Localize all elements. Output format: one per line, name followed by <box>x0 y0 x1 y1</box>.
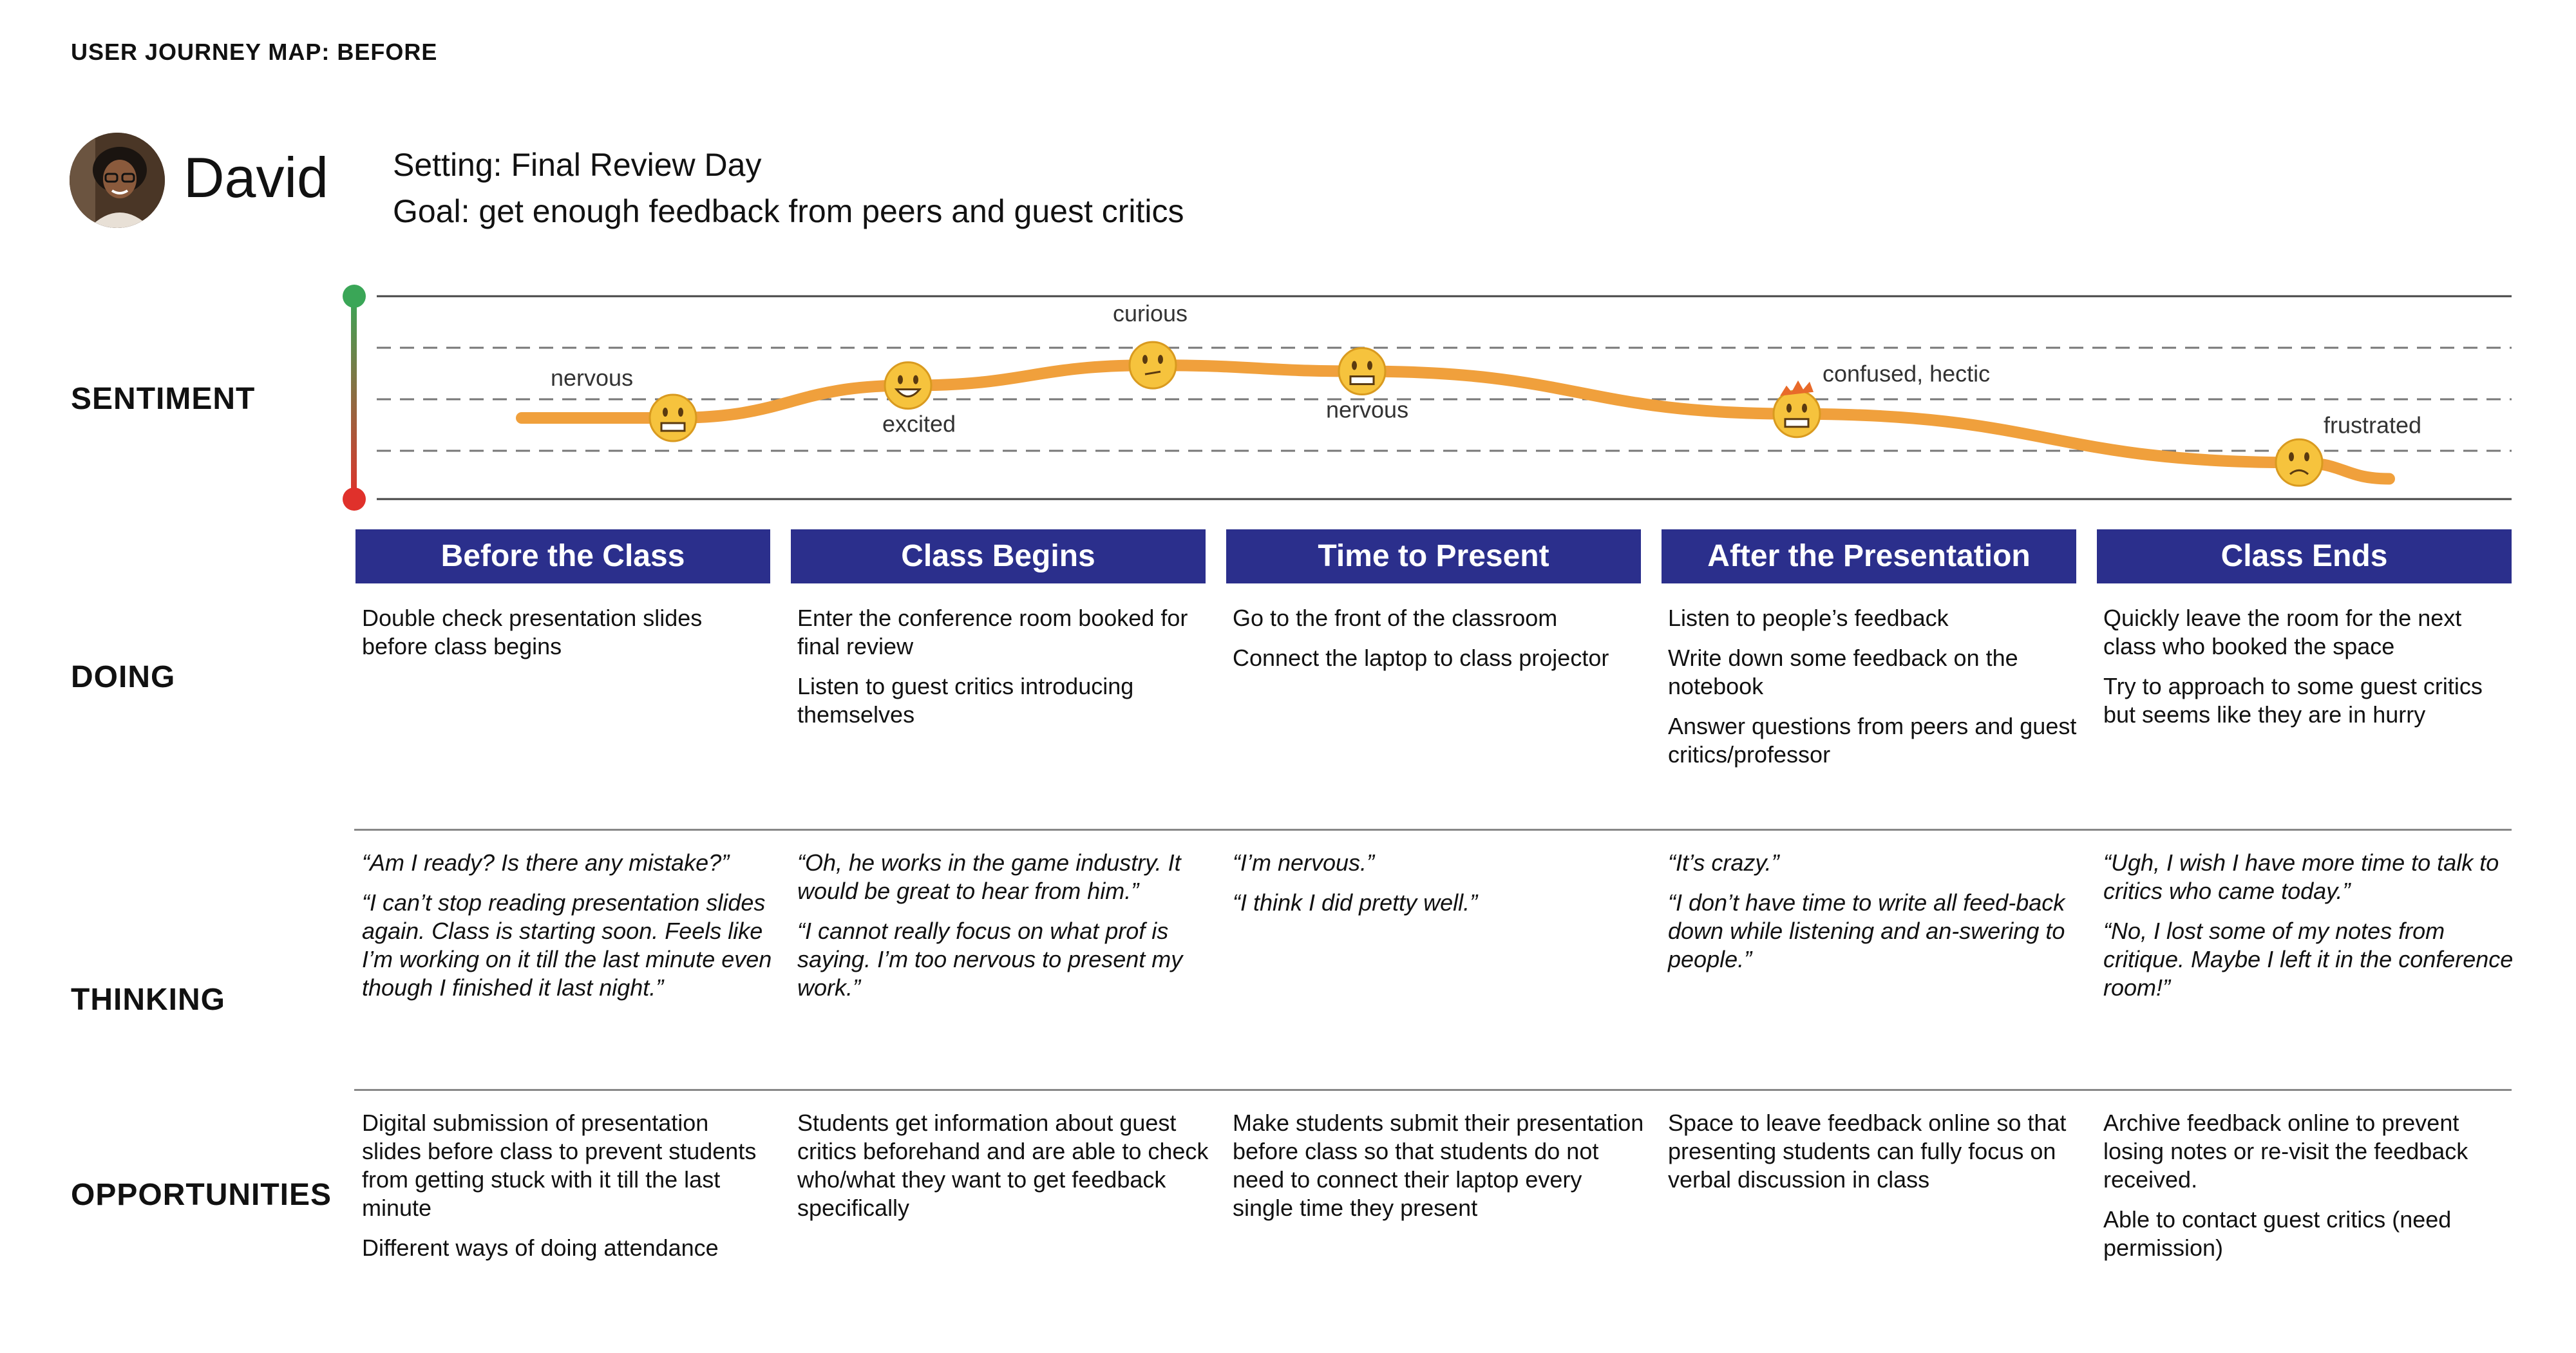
opportunity-cell-item: Different ways of doing attendance <box>362 1235 719 1261</box>
sentiment-scale-bar <box>351 296 357 499</box>
sentiment-label: nervous <box>551 364 633 391</box>
grimacing-face-icon <box>649 393 697 442</box>
opportunity-cell: Students get information about guest cri… <box>797 1109 1209 1234</box>
persona-name: David <box>184 146 328 209</box>
row-label-opportunities: OPPORTUNITIES <box>71 1178 332 1212</box>
row-label-sentiment: SENTIMENT <box>71 382 256 416</box>
opportunity-cell: Make students submit their presentation … <box>1233 1109 1645 1234</box>
row-divider <box>354 1089 2512 1091</box>
persona-goal: Goal: get enough feedback from peers and… <box>393 193 1184 229</box>
thinking-cell: “It’s crazy.” “I don’t have time to write… <box>1668 849 2080 985</box>
grimacing-face-icon <box>1338 347 1387 396</box>
sentiment-line <box>516 359 2395 485</box>
persona-context: Setting: Final Review Day Goal: get enou… <box>393 142 1184 234</box>
thinking-cell: “Oh, he works in the game industry. It w… <box>797 849 1209 1014</box>
thinking-face-icon <box>1128 341 1177 390</box>
sentiment-point: frustrated <box>2275 412 2421 487</box>
doing-cell-item: Listen to people’s feedback <box>1668 605 1949 631</box>
sentiment-label: curious <box>1113 300 1188 326</box>
sentiment-point: confused, hectic <box>1772 361 1990 439</box>
thinking-cell: “Ugh, I wish I have more time to talk to… <box>2103 849 2515 1014</box>
thinking-cell-item: “Am I ready? Is there any mistake?” <box>362 849 730 876</box>
stage-header: Class Ends <box>2097 529 2512 583</box>
thinking-cell-item: “Ugh, I wish I have more time to talk to… <box>2103 849 2499 904</box>
doing-cell: Double check presentation slides before … <box>362 604 774 672</box>
doing-cell: Quickly leave the room for the next clas… <box>2103 604 2515 741</box>
stage-header: Before the Class <box>355 529 770 583</box>
sentiment-point: excited <box>882 361 956 437</box>
sentiment-label: frustrated <box>2324 412 2421 438</box>
avatar <box>70 133 165 228</box>
opportunity-cell-item: Space to leave feedback online so that p… <box>1668 1110 2067 1193</box>
negative-marker <box>343 487 366 511</box>
doing-cell-item: Connect the laptop to class projector <box>1233 645 1609 671</box>
thinking-cell-item: “I cannot really focus on what prof is s… <box>797 918 1183 1001</box>
positive-marker <box>343 285 366 308</box>
stage-header: After the Presentation <box>1662 529 2076 583</box>
opportunity-cell-item: Archive feedback online to prevent losin… <box>2103 1110 2468 1193</box>
frowning-face-icon <box>2275 438 2324 487</box>
row-label-thinking: THINKING <box>71 983 225 1017</box>
sentiment-point: nervous <box>1326 347 1408 423</box>
opportunity-cell-item: Digital submission of presentation slide… <box>362 1110 757 1221</box>
opportunity-cell-item: Able to contact guest critics (need perm… <box>2103 1206 2452 1261</box>
thinking-cell-item: “It’s crazy.” <box>1668 849 1779 876</box>
doing-cell-item: Double check presentation slides before … <box>362 605 703 659</box>
exploding-head-icon <box>1772 390 1821 439</box>
opportunity-cell: Space to leave feedback online so that p… <box>1668 1109 2080 1206</box>
thinking-cell-item: “I think I did pretty well.” <box>1233 889 1478 916</box>
doing-cell-item: Listen to guest critics introducing them… <box>797 673 1134 728</box>
thinking-cell-item: “I don’t have time to write all feed-bac… <box>1668 889 2065 972</box>
grinning-face-icon <box>884 361 933 410</box>
doing-cell-item: Quickly leave the room for the next clas… <box>2103 605 2462 659</box>
persona-setting: Setting: Final Review Day <box>393 147 762 183</box>
doing-cell-item: Try to approach to some guest critics bu… <box>2103 673 2483 728</box>
doing-cell-item: Answer questions from peers and guest cr… <box>1668 713 2077 768</box>
sentiment-point: curious <box>1113 300 1188 390</box>
sentiment-label: confused, hectic <box>1823 361 1990 387</box>
row-label-doing: DOING <box>71 660 176 694</box>
person-icon <box>70 133 165 228</box>
stage-header: Class Begins <box>791 529 1206 583</box>
thinking-cell-item: “I’m nervous.” <box>1233 849 1375 876</box>
page-title: USER JOURNEY MAP: BEFORE <box>71 39 438 65</box>
doing-cell-item: Go to the front of the classroom <box>1233 605 1558 631</box>
opportunity-cell-item: Students get information about guest cri… <box>797 1110 1209 1221</box>
doing-cell-item: Enter the conference room booked for fin… <box>797 605 1188 659</box>
sentiment-chart: nervous excited curious nervous confused, he… <box>343 285 2512 511</box>
thinking-cell-item: “No, I lost some of my notes from critiq… <box>2103 918 2514 1001</box>
thinking-cell: “Am I ready? Is there any mistake?” “I ca… <box>362 849 774 1014</box>
thinking-cell-item: “Oh, he works in the game industry. It w… <box>797 849 1181 904</box>
opportunity-cell: Digital submission of presentation slide… <box>362 1109 774 1274</box>
opportunity-cell: Archive feedback online to prevent losin… <box>2103 1109 2515 1274</box>
doing-cell: Enter the conference room booked for fin… <box>797 604 1209 741</box>
sentiment-label: excited <box>882 411 956 437</box>
sentiment-label: nervous <box>1326 397 1408 423</box>
thinking-cell-item: “I can’t stop reading presentation slide… <box>362 889 772 1001</box>
row-divider <box>354 829 2512 831</box>
sentiment-point: nervous <box>551 364 697 442</box>
doing-cell-item: Write down some feedback on the notebook <box>1668 645 2018 699</box>
stage-header: Time to Present <box>1226 529 1641 583</box>
thinking-cell: “I’m nervous.” “I think I did pretty well… <box>1233 849 1645 929</box>
opportunity-cell-item: Make students submit their presentation … <box>1233 1110 1644 1221</box>
